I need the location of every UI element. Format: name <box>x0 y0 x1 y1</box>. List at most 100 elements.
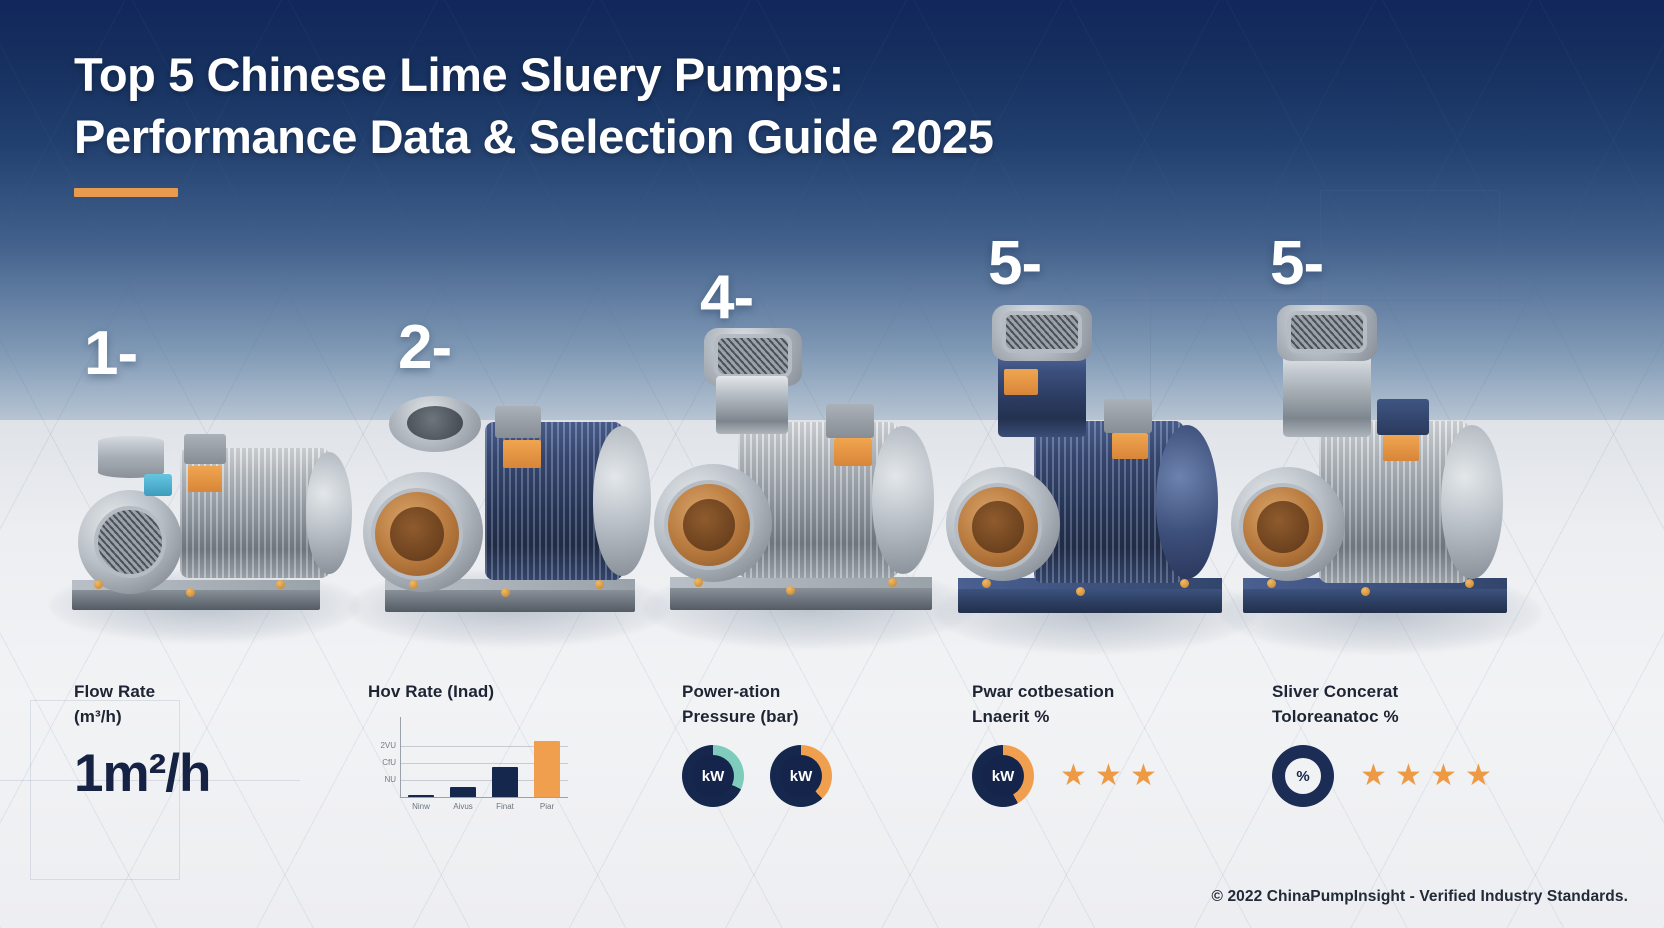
pump-inlet-grill <box>94 506 166 578</box>
base-bolt <box>595 580 604 589</box>
base-bolt <box>94 580 103 589</box>
base-bolt <box>409 580 418 589</box>
motor-end-cap <box>872 426 934 574</box>
donut-star-group: % ★★★★ <box>1272 745 1542 808</box>
base-bolt <box>982 579 991 588</box>
pump-base-plate <box>385 579 635 590</box>
page-title-line2: Performance Data & Selection Guide 2025 <box>74 110 994 164</box>
pump-unit-3 <box>644 318 974 648</box>
panel-label-line1: Pwar cotbesation <box>972 682 1115 701</box>
pump-indicator-plate <box>1383 435 1419 461</box>
base-bolt <box>501 588 510 597</box>
donut-label: kW <box>780 755 822 798</box>
pump-base <box>1243 587 1507 613</box>
pump-unit-4 <box>936 295 1256 653</box>
pump-top-grill <box>1002 311 1082 353</box>
blueprint-detail <box>1100 300 1520 301</box>
base-bolt <box>1180 579 1189 588</box>
donut-star-group: kW ★★★ <box>972 745 1232 808</box>
chart-gridline <box>400 762 568 764</box>
panel-label-line1: Power-ation <box>682 682 781 701</box>
page-title-line1: Top 5 Chinese Lime Sluery Pumps: <box>74 48 844 101</box>
pump-indicator-plate <box>188 466 222 492</box>
pump-motor <box>1034 421 1184 583</box>
star-icon: ★ <box>1360 759 1387 793</box>
pump-base-plate <box>72 580 320 590</box>
pump-unit-1 <box>50 420 360 642</box>
pump-base <box>385 588 635 612</box>
terminal-box <box>826 404 874 438</box>
accent-underline <box>74 188 178 198</box>
flow-rate-value: 1m²/h <box>74 744 211 804</box>
pump-top-fan-cover <box>98 436 164 478</box>
donut-group: kW kW <box>682 745 932 808</box>
pump-inlet-flange <box>954 483 1042 571</box>
chart-y-tick-label: 2VU <box>380 740 396 750</box>
header: Top 5 Chinese Lime Sluery Pumps: Perform… <box>74 44 1324 198</box>
motor-end-cap <box>1156 425 1218 579</box>
flange-bore <box>390 507 444 561</box>
star-icon: ★ <box>1395 759 1422 793</box>
pump-rank-2: 2- <box>398 313 452 382</box>
blueprint-detail <box>0 780 300 781</box>
flange-bore <box>1257 501 1309 553</box>
pump-inlet-flange <box>1239 483 1327 571</box>
donut-chart-consumption: kW <box>972 745 1034 808</box>
base-bolt <box>1361 587 1370 596</box>
chart-y-axis <box>400 716 401 797</box>
donut-label: % <box>1282 755 1324 798</box>
chart-y-tick-label: NU <box>384 774 396 784</box>
pump-base-plate <box>958 578 1222 589</box>
panel-label-line2: (m³/h) <box>74 706 122 726</box>
chart-bar <box>450 787 476 797</box>
pump-rank-3: 4- <box>700 263 754 332</box>
panel-label-line1: Flow Rate <box>74 682 156 701</box>
blueprint-detail <box>1390 230 1460 280</box>
copyright-footer: © 2022 ChinaPumpInsight - Verified Indus… <box>1211 888 1628 905</box>
pump-riser <box>998 353 1086 437</box>
chart-x-tick-label: Finat <box>496 801 514 811</box>
chart-x-axis <box>400 796 568 798</box>
stat-panel-power-consumption: Pwar cotbesation Lnaerit % kW ★★★ <box>972 680 1232 808</box>
star-rating: ★★★ <box>1060 761 1160 791</box>
pump-indicator-plate <box>1004 369 1038 395</box>
pump-base-plate <box>1243 578 1507 589</box>
blueprint-detail <box>30 700 180 880</box>
star-rating: ★★★★ <box>1360 761 1495 791</box>
panel-label-line1: Sliver Concerat <box>1272 682 1399 701</box>
pump-indicator-plate <box>503 440 541 468</box>
chart-gridline <box>400 745 568 747</box>
pump-top-grill <box>714 334 792 378</box>
pump-rank-4: 5- <box>988 229 1042 298</box>
pump-base <box>670 586 932 610</box>
terminal-box <box>495 406 541 438</box>
pump-rank-5: 5- <box>1270 229 1324 298</box>
flange-bore <box>682 498 736 552</box>
pump-top-bore <box>407 406 463 440</box>
pump-indicator-plate <box>834 438 872 466</box>
pump-riser <box>716 376 788 434</box>
star-icon: ★ <box>1130 759 1157 793</box>
blueprint-detail <box>1150 260 1151 420</box>
background-sky <box>0 0 1664 470</box>
chart-bar <box>534 740 560 797</box>
base-bolt <box>276 580 285 589</box>
chart-bar <box>492 766 518 797</box>
panel-label-line2: Pressure (bar) <box>682 706 799 726</box>
pump-rank-1: 1- <box>84 319 138 388</box>
base-bolt <box>186 588 195 597</box>
base-bolt <box>694 578 703 587</box>
flange-bore <box>972 501 1024 553</box>
pump-sensor-box <box>1377 399 1429 435</box>
pump-base <box>958 587 1222 613</box>
blueprint-detail <box>1320 190 1500 310</box>
pump-base <box>72 588 320 610</box>
star-icon: ★ <box>1095 759 1122 793</box>
pump-top-grill <box>1287 311 1367 353</box>
chart-x-tick-label: Ninw <box>412 801 430 811</box>
chart-gridline <box>400 779 568 781</box>
star-icon: ★ <box>1430 759 1457 793</box>
donut-chart-tolerance: % <box>1272 745 1334 808</box>
base-bolt <box>1267 579 1276 588</box>
pump-sensor-box <box>144 474 172 496</box>
